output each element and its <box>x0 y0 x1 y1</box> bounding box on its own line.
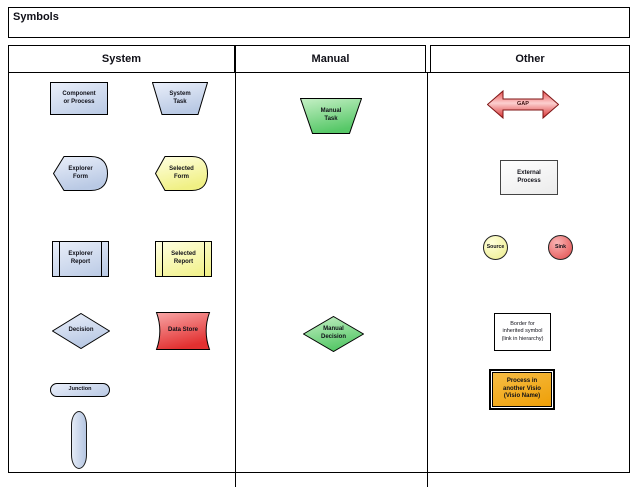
shape-component-or-process: Component or Process <box>50 82 108 115</box>
double-arrow-glyph <box>487 89 559 120</box>
shape-manual-task: Manual Task <box>300 98 362 134</box>
shape-explorer-form: Explorer Form <box>53 156 108 191</box>
column-header-system: System <box>8 45 235 73</box>
shape-label: External Process <box>517 169 541 184</box>
shape-data-store: Data Store <box>154 312 212 350</box>
form-glyph <box>155 156 208 191</box>
shape-process-in-another-visio: Process in another Visio (Visio Name) <box>489 369 555 410</box>
shape-decision: Decision <box>52 313 110 349</box>
column-header-other: Other <box>430 45 630 73</box>
shape-explorer-report: Explorer Report <box>52 241 109 277</box>
shape-selected-form: Selected Form <box>155 156 208 191</box>
shape-junction: Junction <box>50 383 110 397</box>
shape-label: Selected Report <box>171 251 196 265</box>
diamond-glyph <box>303 316 364 352</box>
report-side-bar <box>162 242 163 276</box>
shape-label: Process in another Visio (Visio Name) <box>503 377 541 400</box>
double-border-inner: Process in another Visio (Visio Name) <box>492 372 552 407</box>
shape-source-circle: Source <box>483 235 508 260</box>
report-side-bar <box>59 242 60 276</box>
shape-external-process: External Process <box>500 160 558 195</box>
shape-vertical-connector-bar <box>71 411 87 469</box>
shape-label: Sink <box>555 244 566 251</box>
shape-manual-decision: Manual Decision <box>303 316 364 352</box>
shape-gap-double-arrow: GAP <box>487 88 559 121</box>
shape-system-task: System Task <box>152 82 208 115</box>
shape-label: Border for inherited symbol (link in hie… <box>501 320 544 342</box>
column-divider-system-manual <box>235 73 236 487</box>
form-glyph <box>53 156 108 191</box>
shape-sink-circle: Sink <box>548 235 573 260</box>
report-side-bar <box>101 242 102 276</box>
shape-inherited-symbol-border: Border for inherited symbol (link in hie… <box>494 313 551 351</box>
data-store-glyph <box>155 312 211 350</box>
diamond-glyph <box>52 313 110 349</box>
shape-label: Junction <box>68 386 92 393</box>
report-side-bar <box>204 242 205 276</box>
shape-selected-report: Selected Report <box>155 241 212 277</box>
trapezoid-glyph <box>300 98 362 134</box>
column-divider-manual-other <box>427 73 428 487</box>
shape-label: Explorer Report <box>68 251 93 265</box>
column-header-manual: Manual <box>235 45 426 73</box>
shape-label: Source <box>486 244 505 251</box>
shape-label: Component or Process <box>62 90 96 105</box>
legend-content-frame <box>8 72 630 473</box>
diagram-title: Symbols <box>8 7 630 38</box>
trapezoid-glyph <box>152 82 208 115</box>
